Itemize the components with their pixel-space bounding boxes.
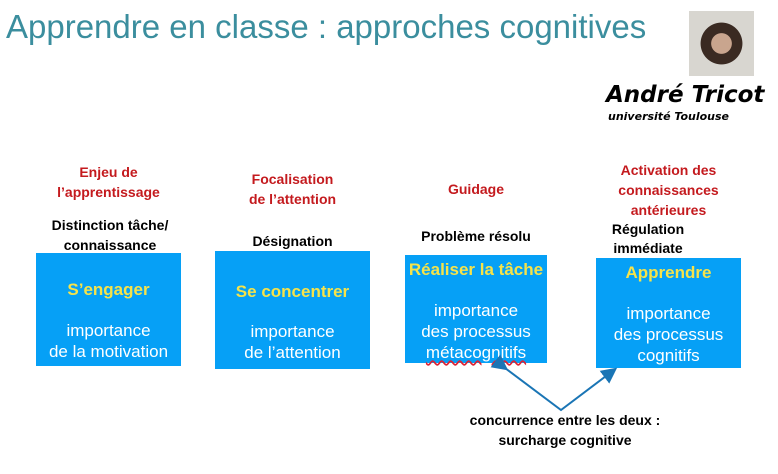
- box-title: Apprendre: [625, 263, 712, 282]
- box-text-line: importance: [433, 301, 519, 320]
- note-1: Distinction tâche/ connaissance: [51, 217, 169, 253]
- heading-4: Activation des connaissances antérieures: [618, 162, 719, 218]
- note-4: Régulation immédiate: [611, 221, 685, 256]
- box-3: Réaliser la tâche importance des processu…: [405, 255, 547, 363]
- footnote: concurrence entre les deux : surcharge c…: [469, 412, 661, 448]
- slide-title: Apprendre en classe : approches cognitiv…: [6, 8, 647, 45]
- author-photo: [689, 11, 754, 76]
- box-text: importance des processus cognitifs: [613, 304, 724, 365]
- note-2: Désignation: [252, 233, 333, 249]
- box-text-line: des processus: [421, 322, 531, 341]
- box-2: Se concentrer importance de l’attention: [215, 251, 370, 369]
- heading-3: Guidage: [447, 181, 504, 197]
- box-title: S’engager: [67, 280, 150, 299]
- box-title: Se concentrer: [235, 282, 350, 301]
- box-1: S’engager importance de la motivation: [36, 253, 181, 366]
- author-name: André Tricot: [606, 82, 765, 108]
- author-affiliation: université Toulouse: [608, 110, 729, 123]
- box-title: Réaliser la tâche: [408, 260, 544, 279]
- box-4: Apprendre importance des processus cogni…: [596, 258, 741, 368]
- arrow-line: [490, 354, 618, 412]
- heading-2: Focalisation de l’attention: [248, 171, 337, 207]
- box-text: importance de l’attention: [244, 322, 341, 362]
- note-3: Problème résolu: [421, 228, 531, 244]
- box-text: importance de la motivation: [48, 321, 169, 361]
- heading-1: Enjeu de l’apprentissage: [57, 164, 160, 200]
